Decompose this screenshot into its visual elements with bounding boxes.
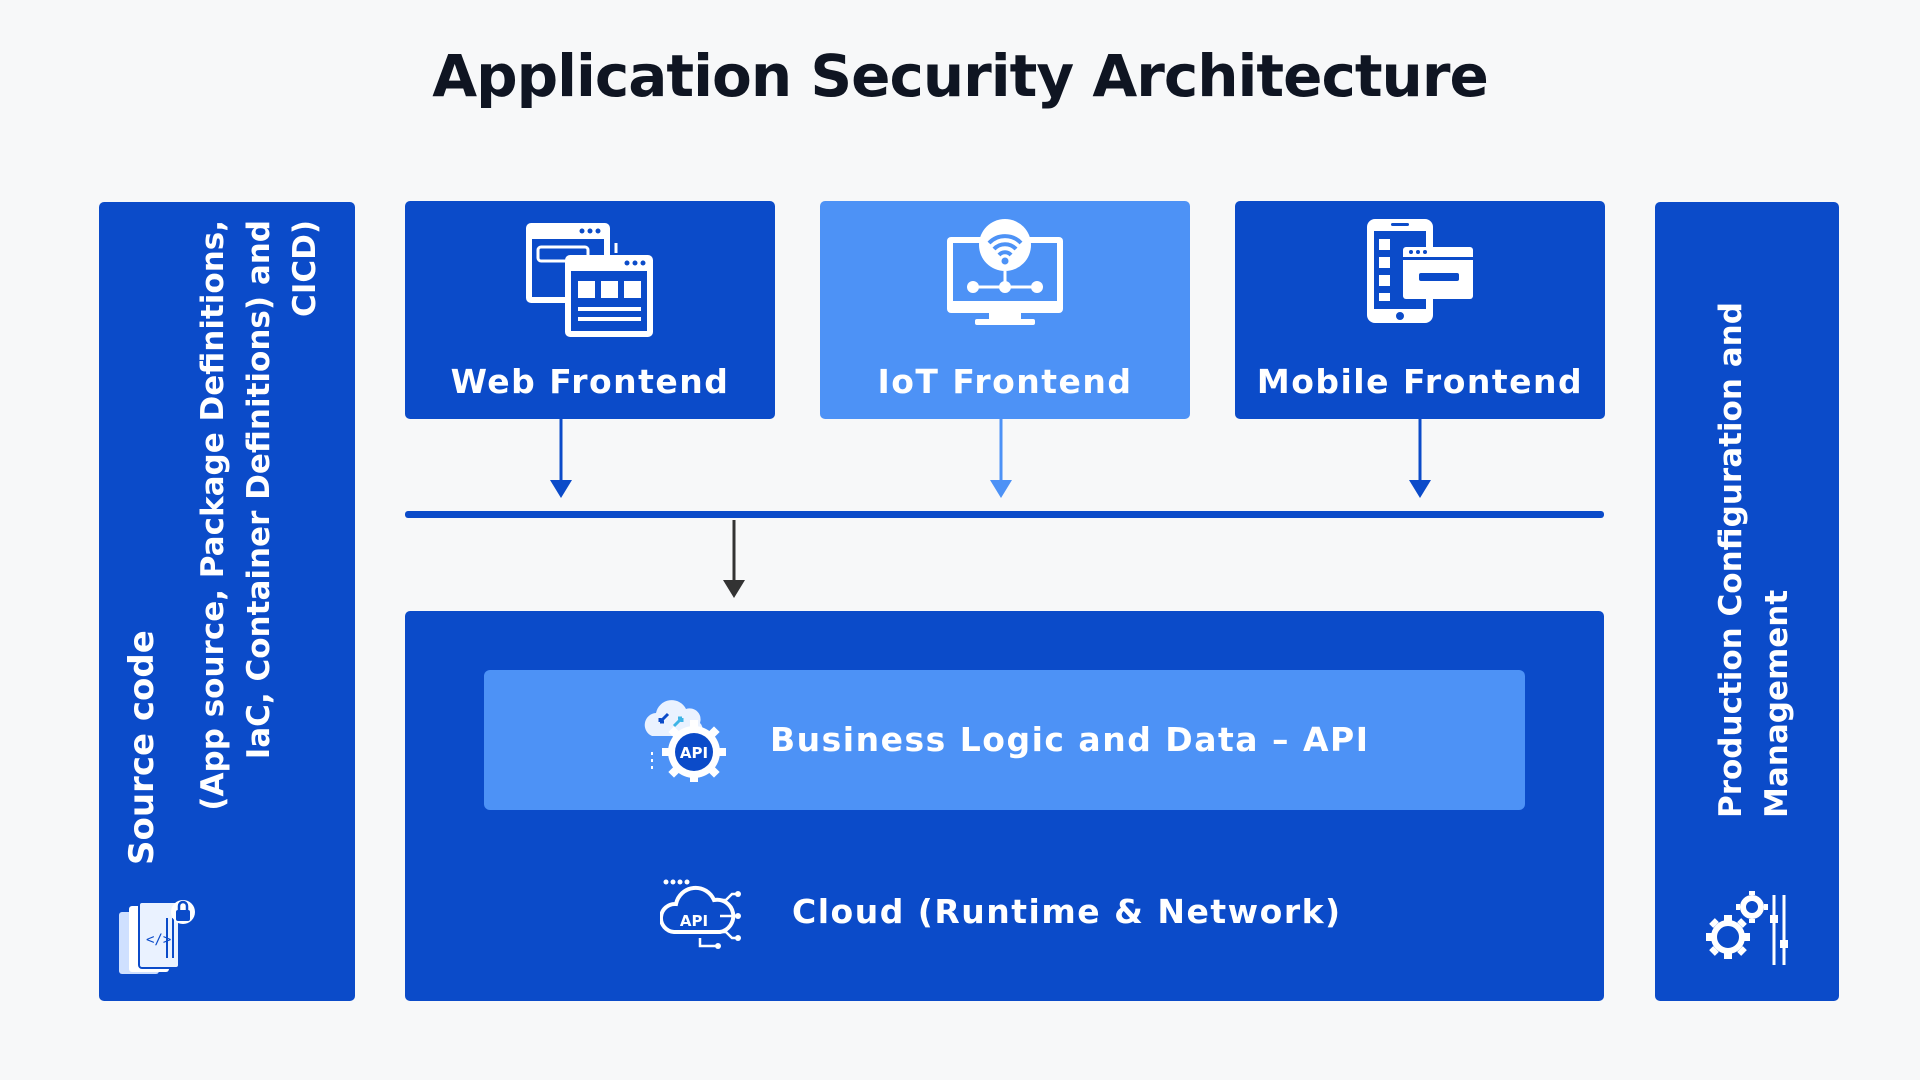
- iot-monitor-icon: [947, 219, 1063, 325]
- api-layer-box: [484, 670, 1525, 810]
- gears-settings-icon: [1706, 891, 1788, 965]
- page-title: Application Security Architecture: [432, 42, 1489, 110]
- api-layer-label: Business Logic and Data – API: [770, 720, 1370, 759]
- bus-to-core-arrow: [723, 580, 745, 598]
- mobile-frontend-label: Mobile Frontend: [1256, 362, 1584, 401]
- iot-frontend-card: IoT Frontend: [820, 201, 1190, 419]
- svg-text:API: API: [680, 912, 708, 930]
- mobile-connector-arrow: [1409, 480, 1431, 498]
- web-connector-arrow: [550, 480, 572, 498]
- mobile-app-icon: [1367, 219, 1473, 323]
- cloud-layer-label: Cloud (Runtime & Network): [792, 892, 1342, 931]
- source-code-panel: [99, 202, 355, 1001]
- cloud-api-circuit-icon: API: [660, 879, 741, 949]
- browser-windows-icon: [526, 223, 653, 337]
- frontend-bus-line: [405, 511, 1604, 518]
- api-cloud-gear-icon: API: [644, 700, 726, 782]
- mobile-frontend-card: Mobile Frontend: [1235, 201, 1605, 419]
- svg-text:</>: </>: [146, 932, 171, 948]
- iot-frontend-label: IoT Frontend: [877, 362, 1133, 401]
- production-config-panel: [1655, 202, 1839, 1001]
- iot-connector-arrow: [990, 480, 1012, 498]
- code-files-lock-icon: </>: [119, 900, 195, 974]
- web-frontend-card: Web Frontend: [405, 201, 775, 419]
- web-frontend-label: Web Frontend: [450, 362, 730, 401]
- svg-text:API: API: [680, 744, 708, 762]
